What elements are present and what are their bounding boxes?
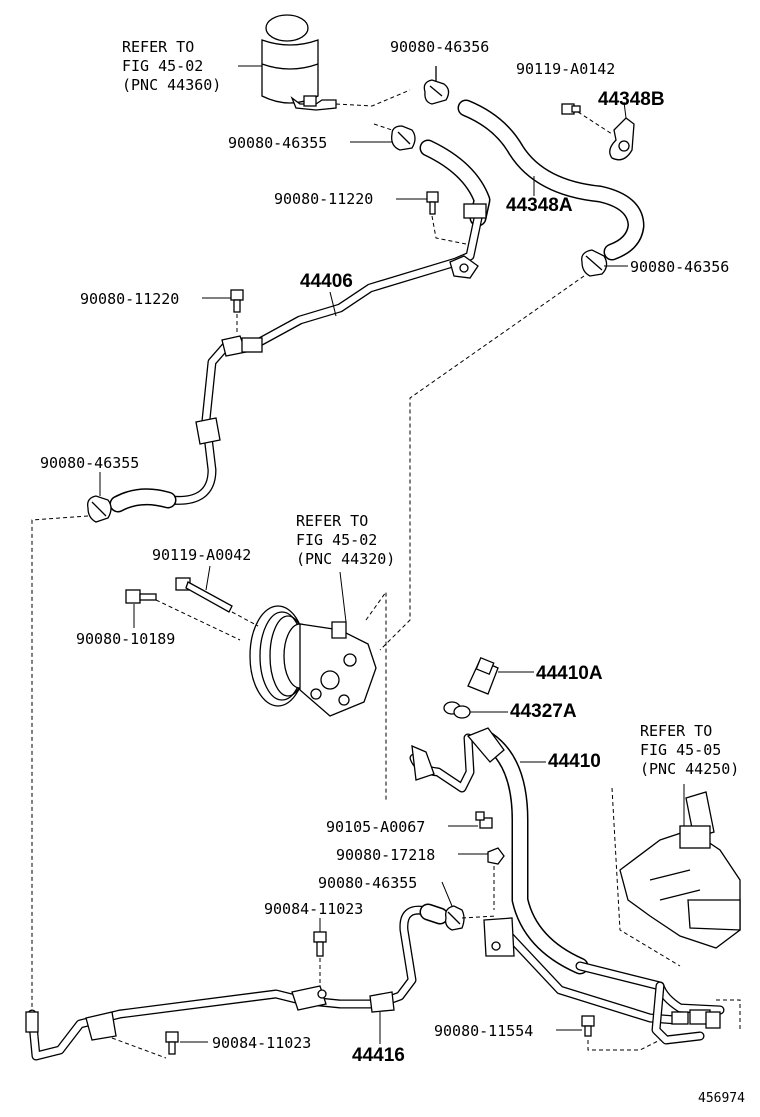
label-bolt-lower-upper: 90084-11023: [264, 900, 364, 918]
union-bolt: [467, 656, 499, 695]
ref-gear-line2: FIG 45-05: [640, 741, 722, 759]
label-bolt-hose: 90105-A0067: [326, 818, 426, 836]
label-bolt-lower-left: 90084-11023: [212, 1034, 312, 1052]
label-clamp-right: 90080-46356: [630, 258, 730, 276]
label-hose-44348a: 44348A: [506, 195, 573, 216]
label-clamp-top: 90080-46356: [390, 38, 490, 56]
bolt-pump-long: [175, 577, 233, 613]
ref-gear-line3: (PNC 44250): [640, 760, 740, 778]
diagram-id: 456974: [698, 1091, 745, 1106]
ref-reservoir: REFER TO FIG 45-02 (PNC 44360): [122, 38, 221, 95]
ref-pump-line2: FIG 45-02: [296, 531, 378, 549]
bolt-bracket: [561, 103, 581, 115]
lower-pipe-bracket: [483, 917, 515, 957]
ref-gear-line1: REFER TO: [640, 722, 713, 740]
bolt-lower-left: [165, 1031, 179, 1055]
gasket: [443, 701, 471, 719]
ref-pump-line1: REFER TO: [296, 512, 369, 530]
bolt-pipe-left: [230, 289, 244, 313]
label-tube-44416: 44416: [352, 1045, 405, 1066]
tube-bracket-mid: [221, 335, 263, 357]
gear-fittings: [671, 1009, 721, 1029]
pump-illustration: [249, 605, 377, 717]
bracket-44348b: [609, 117, 635, 161]
label-bolt-lower-right: 90080-11554: [434, 1022, 534, 1040]
clamp-right: [581, 249, 608, 277]
bolt-hose: [475, 811, 493, 829]
label-union-bolt-44410a: 44410A: [536, 663, 603, 684]
tube-bracket-upper: [449, 203, 487, 279]
ref-reservoir-line3: (PNC 44360): [122, 76, 222, 94]
ref-reservoir-line1: REFER TO: [122, 38, 195, 56]
lower-tube-brackets: [85, 985, 395, 1041]
ref-gear: REFER TO FIG 45-05 (PNC 44250): [640, 722, 739, 779]
clamp-lower: [444, 905, 465, 931]
label-clamp-left: 90080-46355: [40, 454, 140, 472]
bolt-lower-right: [581, 1015, 595, 1037]
label-bolt-pipe-upper: 90080-11220: [274, 190, 374, 208]
reservoir-illustration: [261, 14, 337, 111]
clamp-left: [87, 495, 112, 523]
label-nut: 90080-17218: [336, 846, 436, 864]
clamp-reservoir: [391, 125, 416, 151]
label-bolt-bracket: 90119-A0142: [516, 60, 616, 78]
ref-pump: REFER TO FIG 45-02 (PNC 44320): [296, 512, 395, 569]
label-clamp-reservoir: 90080-46355: [228, 134, 328, 152]
ref-reservoir-line2: FIG 45-02: [122, 57, 204, 75]
bolt-lower-upper: [313, 931, 327, 957]
label-pressure-hose-44410: 44410: [548, 751, 601, 772]
tube-bracket-lower: [195, 417, 221, 445]
label-bracket-44348b: 44348B: [598, 89, 665, 110]
label-clamp-lower: 90080-46355: [318, 874, 418, 892]
pressure-hose-fitting: [411, 727, 505, 781]
label-gasket-44327a: 44327A: [510, 701, 577, 722]
label-bolt-pump-long: 90119-A0042: [152, 546, 252, 564]
steering-gear-illustration: [619, 791, 741, 949]
label-tube-44406: 44406: [300, 271, 353, 292]
bolt-pipe-upper: [426, 191, 439, 215]
label-bolt-pipe-left: 90080-11220: [80, 290, 180, 308]
label-bolt-pump-short: 90080-10189: [76, 630, 176, 648]
nut: [487, 847, 505, 865]
bolt-pump-short: [125, 589, 157, 604]
ref-pump-line3: (PNC 44320): [296, 550, 396, 568]
